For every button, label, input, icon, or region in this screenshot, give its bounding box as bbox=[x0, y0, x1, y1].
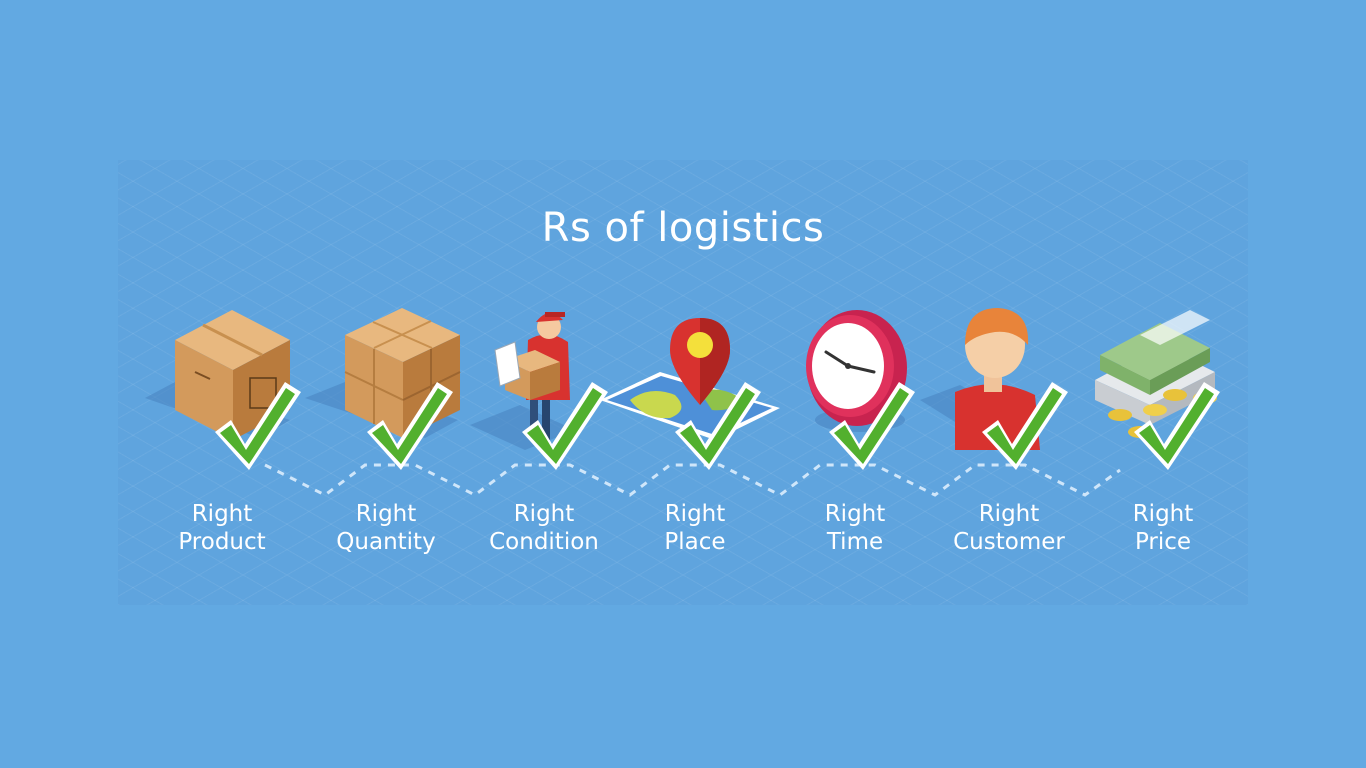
diagram-title: Rs of logistics bbox=[541, 205, 825, 251]
money-icon bbox=[1095, 310, 1217, 438]
dashed-connector bbox=[264, 463, 1121, 497]
cardboard-box-icon bbox=[145, 310, 290, 440]
clock-icon bbox=[806, 310, 907, 432]
delivery-man-icon bbox=[470, 312, 575, 450]
stacked-boxes-icon bbox=[305, 308, 461, 438]
